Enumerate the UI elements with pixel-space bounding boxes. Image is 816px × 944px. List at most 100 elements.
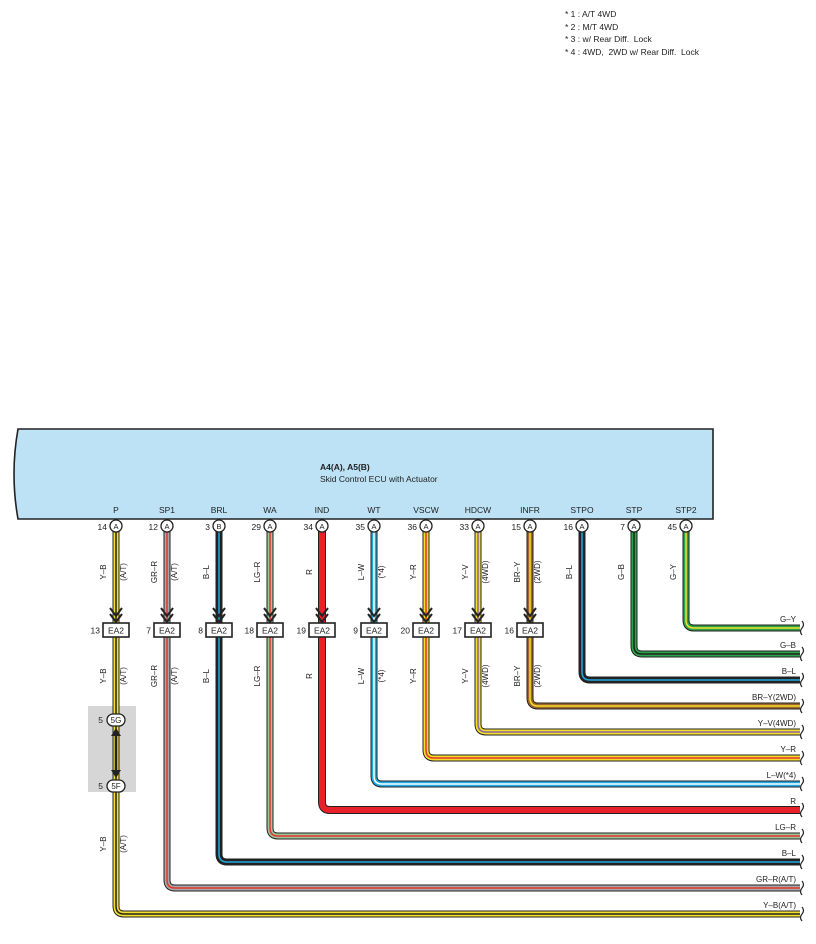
wire-right-label: GR–R(A/T) [756,875,796,884]
wire-note-label: (A/T) [119,563,128,581]
wire-right-label: Y–R [780,745,796,754]
wire-stp2: G–Y [682,531,805,636]
wire-note-label-lower: (*4) [377,669,386,682]
pin-number: 14 [98,522,108,532]
terminal-name: STP [626,505,643,515]
wire-vscw: Y–R [422,531,805,766]
ea2-label: EA2 [159,626,175,636]
terminal-name: STPO [570,505,594,515]
junction-terminal [106,779,126,793]
wire-color-label-lower: R [305,673,314,679]
pin-number: 35 [356,522,366,532]
wire-sp1: GR–R(A/T) [163,531,805,896]
junction-terminal-label: 5F [111,782,120,791]
ea2-pin-number: 19 [297,626,307,636]
note-3: * 3 : w/ Rear Diff. Lock [565,34,652,44]
ecu-name: Skid Control ECU with Actuator [320,474,438,484]
connector-letter: A [113,522,118,531]
wire-right-label: Y–B(A/T) [763,901,796,910]
note-2: * 2 : M/T 4WD [565,21,619,32]
terminal-name: INFR [520,505,540,515]
wire-color-label-lower: Y–V [461,668,470,684]
connector-circle [471,519,485,533]
pin-number: 15 [512,522,522,532]
wire-break-mark [799,698,805,714]
wire-stp: G–B [630,531,805,662]
wire-note-label: (2WD) [533,560,542,583]
wire-color-label: B–L [202,564,211,579]
ea2-pin-number: 13 [91,626,101,636]
wire-wa: LG–R [266,531,805,844]
terminal-name: P [113,505,119,515]
wire-color-label: Y–R [409,564,418,580]
ecu-title: A4(A), A5(B) [320,462,370,472]
ea2-label: EA2 [470,626,486,636]
terminal-name: VSCW [413,505,439,515]
ea2-pin-number: 7 [146,626,151,636]
terminal-name: BRL [211,505,228,515]
ea2-connector [412,622,440,638]
ea2-pin-number: 17 [453,626,463,636]
wire-brl: B–L [215,531,805,870]
wire-break-mark [799,620,805,636]
connector-letter: A [579,522,584,531]
connector-circle [627,519,641,533]
ecu-box [13,428,714,520]
ea2-connector [464,622,492,638]
wire-break-mark [799,880,805,896]
wire-ind: R [318,531,805,818]
wire-color-label-lower: L–W [357,667,366,684]
connector-letter: B [216,522,221,531]
wire-right-label: G–B [780,641,796,650]
wire-right-label: LG–R [775,823,796,832]
wire-right-label: L–W(*4) [767,771,797,780]
ea2-label: EA2 [418,626,434,636]
wire-color-label-bottom: Y–B [99,836,108,851]
wire-note-label: (A/T) [170,563,179,581]
wire-break-mark [799,828,805,844]
connector-circle [575,519,589,533]
connector-letter: A [631,522,636,531]
connector-arrow [315,607,329,624]
connector-arrow [160,607,174,624]
wire-right-label: B–L [782,849,797,858]
ea2-label: EA2 [211,626,227,636]
wire-note-label-lower: (4WD) [481,664,490,687]
wire-color-label-lower: GR–R [150,665,159,687]
ea2-connector [308,622,336,638]
junction-terminal-label: 5G [111,716,122,725]
pin-number: 12 [149,522,159,532]
wire-wt: L–W(*4) [370,531,805,792]
pin-number: 33 [460,522,470,532]
wire-break-mark [799,750,805,766]
wire-right-label: B–L [782,667,797,676]
ea2-label: EA2 [314,626,330,636]
pin-number: 36 [408,522,418,532]
wire-note-label-lower: (A/T) [119,667,128,685]
connector-letter: A [423,522,428,531]
pin-number: 3 [205,522,210,532]
pin-number: 29 [252,522,262,532]
connector-arrow [109,607,123,624]
wire-color-label: Y–B [99,564,108,579]
wire-right-label: Y–V(4WD) [758,719,797,728]
wire-break-mark [799,776,805,792]
pin-number: 7 [620,522,625,532]
ea2-pin-number: 18 [245,626,255,636]
ea2-label: EA2 [108,626,124,636]
connector-circle [679,519,693,533]
pin-number: 34 [304,522,314,532]
wire-stpo: B–L [578,531,805,688]
connector-circle [212,519,226,533]
wire-break-mark [799,906,805,922]
connector-arrow [471,607,485,624]
wire-color-label: GR–R [150,561,159,583]
ea2-connector [205,622,233,638]
connector-circle [419,519,433,533]
wire-break-mark [799,724,805,740]
wire-break-mark [799,802,805,818]
ea2-pin-number: 8 [198,626,203,636]
wire-color-label-lower: B–L [202,668,211,683]
